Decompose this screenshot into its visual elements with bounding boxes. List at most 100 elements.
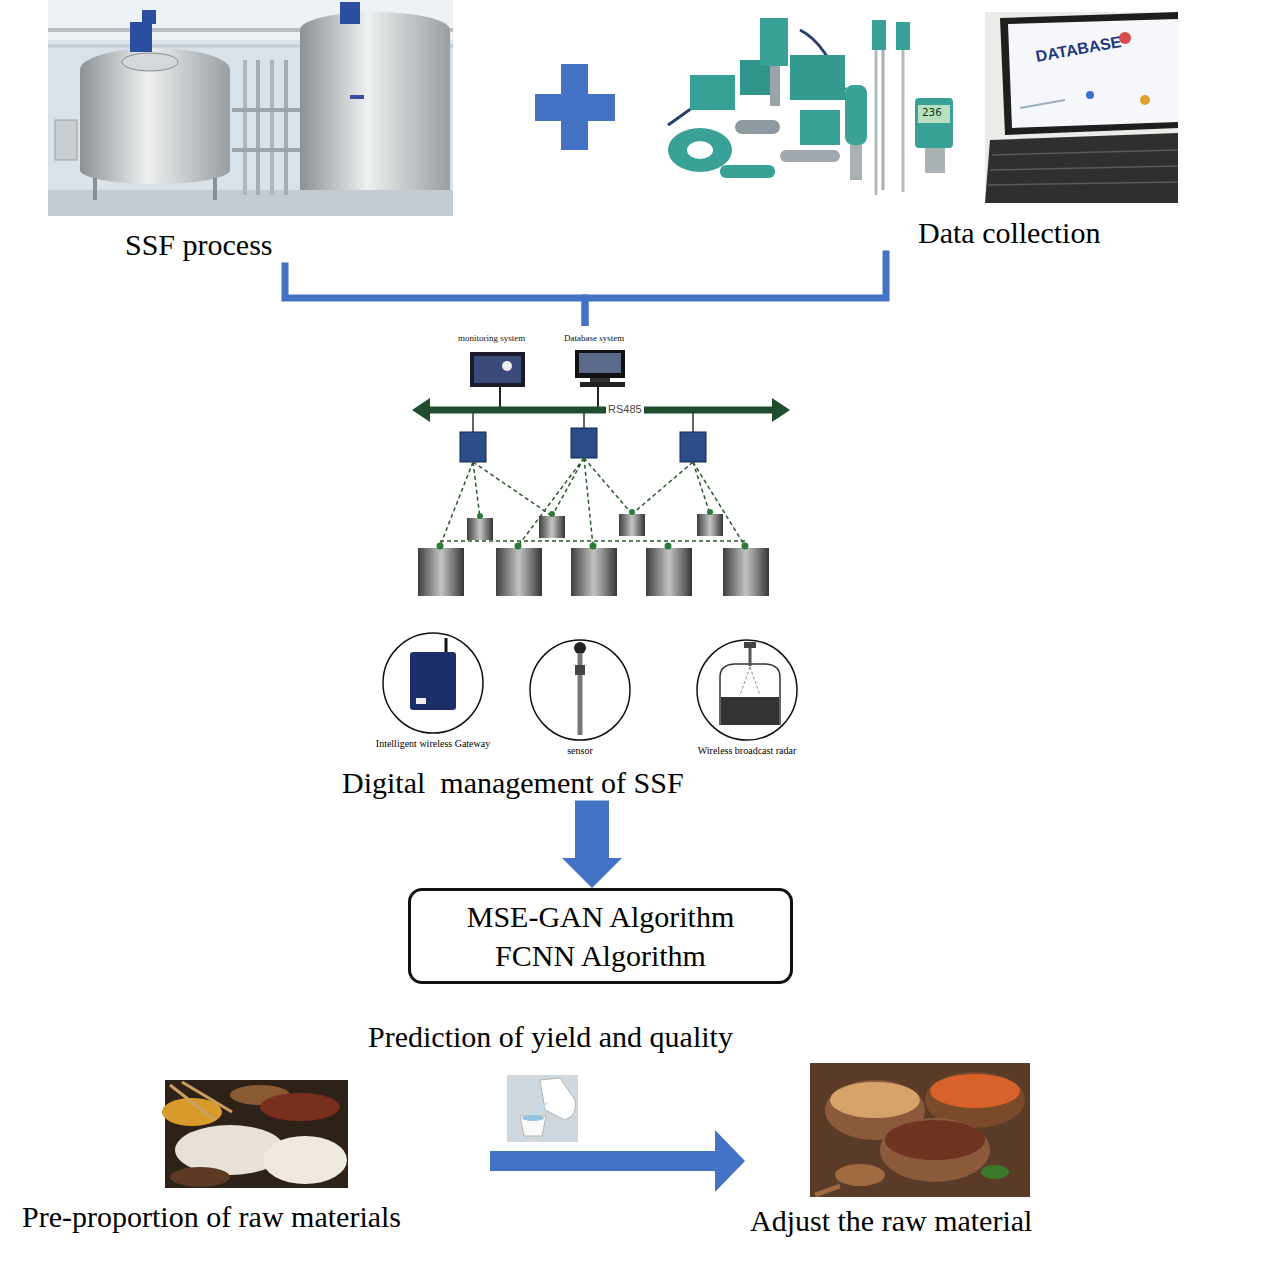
device-label: Database system [564,333,624,343]
screen-bezel [1000,12,1178,135]
radar-head [744,642,756,648]
circle-outline [697,640,797,740]
bowl-filling [885,1120,985,1160]
wheat-stalk [182,1082,232,1112]
leaf [981,1165,1009,1179]
photo-ground [165,1080,348,1188]
circle-outline [383,633,483,733]
screen-line [1020,100,1065,108]
tank-node [629,509,635,515]
screen [1008,19,1178,128]
gateway-box [571,428,597,458]
block-sensor [800,110,840,145]
block-arrow [490,1130,745,1192]
spoon [835,1164,885,1186]
antenna [445,638,448,652]
spoon-handle [815,1186,840,1195]
component-circle: sensor [505,633,655,757]
sensor-stem [925,148,945,173]
big-tank [646,548,692,596]
floor [48,190,453,216]
bus-drop [472,413,474,432]
pipe [243,60,247,195]
sensor-stem [850,145,862,180]
tank-outline [720,664,780,725]
device-label: monitoring system [458,333,525,343]
panel-caption: Adjust the raw material [750,1204,1032,1239]
cylinder-sensor [720,165,775,178]
bus-drop [583,413,585,428]
algorithm-label: MSE-GAN Algorithm [467,897,735,936]
bus-drop [597,387,599,407]
bracket-connector [285,263,585,327]
tank-bottom [80,156,230,184]
component-symbol [505,633,655,743]
block-sensor [690,75,735,110]
rod-sensor-head [872,20,886,50]
sake-picture [507,1075,578,1142]
component-symbol [358,626,508,736]
component-symbol [672,633,822,743]
cup [520,1116,546,1136]
ring-hole [687,141,713,159]
display-sensor [915,98,953,148]
bowl [880,1118,990,1182]
screen-icon [1086,91,1094,99]
photo-ground [48,0,453,216]
gateway-box [460,432,486,462]
grain-pile [260,1093,340,1121]
sensor-rod [902,50,905,192]
grain-pile [263,1136,347,1184]
gateway-body [410,652,456,710]
sensor-stem [770,66,780,106]
computer-keyboard [580,382,625,387]
component-label: Intelligent wireless Gateway [376,738,490,750]
tank-contents [721,697,779,725]
image-panel: Pre-proportion of raw materials [20,1076,490,1235]
rs485-bus [424,407,778,414]
fermentation-photo [48,0,453,216]
circle-outline [530,640,630,740]
small-tank [467,518,493,540]
panel-caption: Digital management of SSF [342,766,684,801]
component-label: Wireless broadcast radar [698,745,796,757]
tank-dome [80,48,230,92]
operator [502,361,512,371]
manhole [122,53,178,71]
tank-node [590,543,597,550]
rod-sensor-head [896,22,910,50]
big-tank [571,548,617,596]
panel-caption: Pre-proportion of raw materials [22,1200,401,1235]
gateway-box [680,432,706,462]
radar-mast [749,645,752,666]
monitor-screen [474,356,521,383]
pipe [256,60,260,195]
photo-ground [507,1075,578,1142]
panel-caption: Data collection [918,216,1100,251]
big-tank [723,548,769,596]
block-sensor [760,18,788,66]
pouring-stream [534,1103,547,1115]
image-space [20,1076,490,1200]
block-sensor [790,55,845,100]
sensor-rod [882,50,885,190]
tank-mark [350,95,364,99]
wheat-stalk [170,1085,215,1120]
photo-ground [810,1063,1030,1197]
big-tank [418,548,464,596]
image-space [48,0,453,228]
key-row [992,150,1178,155]
tank-leg [93,178,97,200]
network-illustration [412,350,790,596]
bracket-connector [585,251,886,327]
round-sensor [845,85,867,145]
small-tank [697,514,723,536]
ring-sensor [668,128,732,172]
big-tank [496,548,542,596]
tank-node [477,513,483,519]
liquid [522,1115,544,1121]
desk [985,12,1178,203]
